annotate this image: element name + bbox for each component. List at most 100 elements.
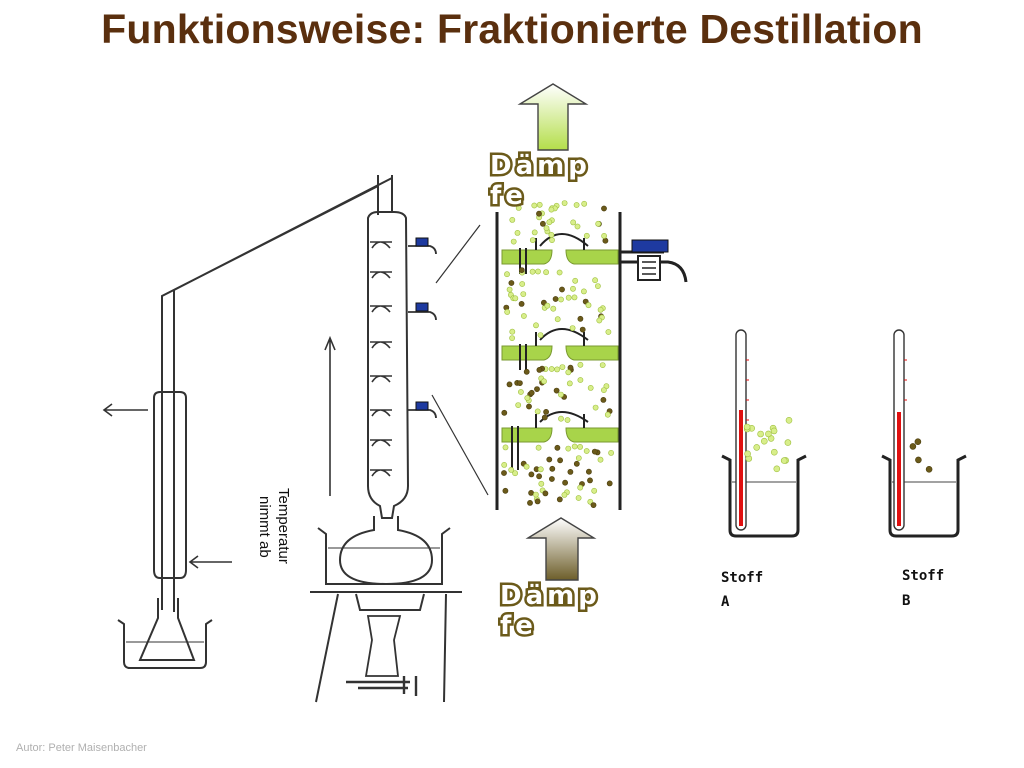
vapor-particle-light	[583, 232, 590, 239]
vapor-particle-dark	[925, 465, 933, 473]
vapor-particle-light	[601, 387, 607, 393]
vapor-particle-light	[575, 455, 582, 461]
vapor-particle-dark	[506, 381, 513, 388]
vapor-particle-light	[512, 470, 518, 477]
vapor-particle-dark	[914, 438, 922, 446]
condenser-jacket	[153, 391, 187, 579]
vapor-particle-dark	[528, 471, 535, 478]
vapor-particle-light	[599, 362, 606, 368]
vapor-particle-light	[587, 384, 594, 391]
vapor-particle-light	[546, 219, 553, 226]
vapor-particle-dark	[546, 456, 553, 463]
vapor-particle-light	[561, 200, 568, 206]
vapor-particle-light	[596, 317, 603, 324]
vapor-particle-light	[573, 202, 580, 208]
vapor-particle-dark	[543, 408, 549, 415]
vapor-particle-light	[571, 443, 578, 450]
vapor-particle-dark	[549, 476, 555, 482]
vapor-particle-light	[577, 443, 583, 450]
vapor-particle-dark	[600, 396, 607, 403]
delivery-tube	[161, 175, 393, 612]
vapor-particle-light	[549, 237, 555, 243]
vapor-particle-light	[543, 225, 550, 232]
vapor-particle-light	[566, 380, 573, 387]
vapor-particle-light	[581, 288, 587, 295]
vapor-particle-dark	[523, 368, 530, 375]
vapor-particle-dark	[527, 499, 533, 506]
vapor-particle-dark	[586, 468, 592, 475]
vapor-particle-dark	[528, 489, 534, 496]
vapor-particle-light	[574, 223, 581, 230]
vapor-particle-light	[570, 285, 576, 292]
temperature-arrow	[324, 335, 336, 496]
vapor-particle-light	[509, 216, 516, 223]
vapor-particle-light	[548, 366, 555, 372]
vapor-particle-light	[564, 417, 571, 423]
vapor-particle-light	[597, 306, 604, 313]
vapor-particle-light	[501, 461, 508, 468]
vapor-particle-dark	[567, 364, 574, 371]
vapor-particle-light	[744, 450, 751, 458]
vapor-particle-dark	[552, 296, 559, 302]
bubble-caps	[511, 233, 589, 470]
vapor-particle-dark	[601, 205, 607, 212]
vapor-particle-light	[533, 322, 539, 329]
vapor-particle-light	[529, 268, 536, 275]
vapor-particle-light	[561, 491, 568, 498]
vapor-particle-light	[538, 480, 545, 487]
vapor-particle-light	[581, 200, 588, 207]
vapor-particle-light	[571, 294, 578, 301]
detail-valve-handle	[631, 239, 669, 253]
vapor-particle-dark	[541, 414, 548, 421]
receiving-flask	[138, 598, 196, 661]
vapor-particle-dark	[536, 473, 542, 480]
vapor-out-arrow	[517, 83, 589, 151]
temperature-line-1: Temperatur	[275, 488, 292, 564]
vapor-particle-dark	[534, 386, 540, 392]
water-in-arrow	[188, 555, 232, 569]
vapor-particle-light	[524, 395, 531, 401]
vapor-in-arrow	[525, 517, 597, 581]
vapor-particle-dark	[526, 403, 532, 410]
thermometer-a-mercury	[739, 410, 743, 526]
vapor-particle-light	[565, 445, 572, 452]
slide-title: Funktionsweise: Fraktionierte Destillati…	[101, 6, 923, 52]
beaker-a	[721, 329, 807, 538]
vapor-particle-dark	[577, 315, 584, 322]
round-flask	[338, 516, 434, 586]
vapor-particle-light	[565, 294, 572, 301]
vapor-label-top: Dämp fe	[490, 151, 604, 211]
water-out-arrow	[102, 403, 148, 417]
vapor-particle-dark	[518, 267, 525, 273]
vapor-top-line-2: fe	[490, 181, 527, 211]
vapor-particle-dark	[579, 326, 586, 333]
vapor-particle-light	[577, 377, 584, 383]
vapor-particle-light	[504, 309, 511, 315]
vapor-particle-light	[535, 444, 542, 451]
bunsen-burner	[364, 615, 402, 677]
temperature-line-2: nimmt ab	[256, 496, 273, 558]
vapor-particle-dark	[508, 280, 515, 286]
zoom-line-bottom	[431, 394, 489, 496]
vapor-particle-light	[520, 291, 527, 297]
vapor-particle-light	[515, 204, 522, 211]
vapor-particle-dark	[536, 210, 542, 217]
vapor-particle-light	[536, 201, 543, 208]
substance-a-line-1: Stoff	[721, 570, 763, 586]
beaker-b-vapor	[909, 438, 933, 473]
vapor-particle-light	[531, 229, 538, 236]
vapor-particle-dark	[536, 366, 543, 373]
vapor-particle-light	[556, 269, 563, 276]
vapor-top-line-1: Dämp	[490, 151, 591, 181]
vapor-particle-light	[743, 423, 751, 431]
vapor-particle-dark	[909, 443, 917, 450]
vapor-particle-light	[508, 466, 515, 473]
vapor-particle-light	[531, 202, 538, 209]
vapor-particle-light	[521, 313, 527, 319]
vapor-particle-light	[753, 444, 761, 451]
vapor-particle-light	[773, 465, 781, 473]
vapor-particle-light	[509, 335, 515, 341]
vapor-particle-light	[760, 437, 768, 445]
vapor-particle-dark	[915, 456, 922, 464]
